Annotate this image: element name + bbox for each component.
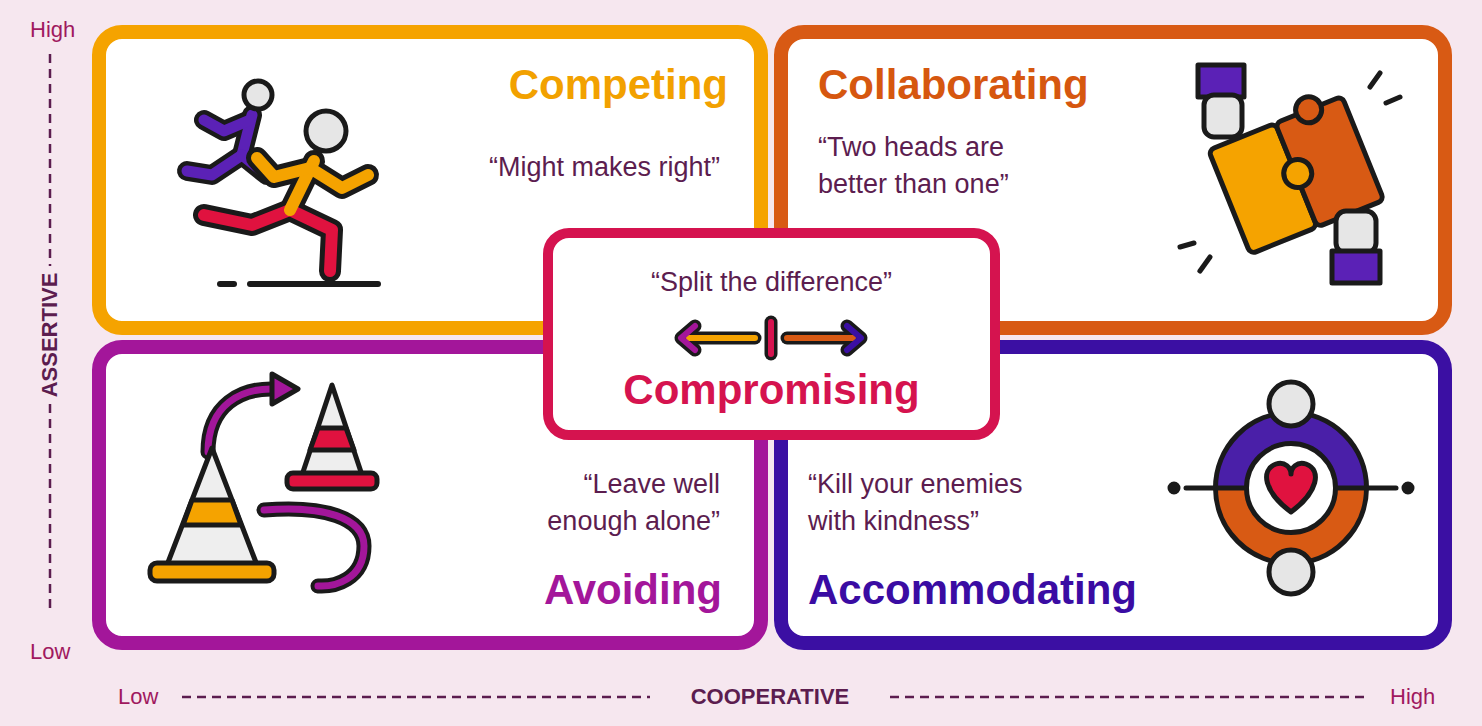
mode-title: Competing	[509, 61, 728, 109]
mode-title: Collaborating	[818, 61, 1089, 109]
icon-part	[1386, 97, 1400, 103]
icon-part	[167, 448, 257, 565]
icon-part	[208, 389, 274, 452]
icon-part	[1267, 463, 1316, 512]
icon-part	[1204, 95, 1242, 137]
icon-part	[1332, 251, 1380, 283]
axis-low: Low	[30, 639, 70, 665]
icon-part	[1198, 65, 1384, 283]
icon-part	[204, 210, 290, 225]
icon-part	[765, 322, 778, 354]
icon-part	[208, 389, 274, 452]
icon-part	[310, 168, 368, 188]
icon-part	[768, 322, 774, 354]
axis-high: High	[1390, 684, 1435, 710]
icon-part	[302, 385, 362, 475]
icon-part	[187, 155, 242, 175]
icon-part	[150, 374, 377, 586]
axis-high: High	[30, 17, 75, 43]
icon-part	[306, 111, 346, 151]
mode-quote: “Split the difference”	[557, 264, 986, 301]
icon-part	[220, 281, 378, 287]
icon-part	[1180, 73, 1400, 271]
icon-part	[272, 374, 298, 404]
icon-part	[787, 335, 853, 341]
icon-part	[1275, 96, 1384, 227]
mode-quote: “Two heads are better than one”	[818, 129, 1058, 204]
icon-part	[150, 563, 274, 581]
icon-part	[1292, 93, 1326, 127]
icon-part	[204, 158, 368, 271]
icon-part	[681, 322, 861, 354]
icon-part	[1404, 484, 1412, 492]
icon-part	[1180, 243, 1194, 247]
mode-title: Avoiding	[544, 566, 722, 614]
axis-dash	[182, 696, 650, 699]
icon-part	[1279, 155, 1315, 191]
icon-part	[1269, 550, 1313, 594]
icon-part	[257, 158, 310, 177]
icon-part	[290, 210, 332, 271]
icon-part	[204, 210, 290, 225]
icon-part	[1336, 211, 1376, 253]
icon-part	[290, 210, 332, 271]
icon-part	[204, 120, 250, 131]
icon-part	[264, 509, 364, 586]
icon-part	[689, 335, 755, 341]
icon-part	[1204, 84, 1384, 254]
axis-dash	[49, 404, 52, 610]
icon-part	[250, 281, 378, 287]
axis-title: COOPERATIVE	[691, 684, 850, 710]
icon-part	[244, 81, 272, 109]
mode-quote: “Might makes right”	[390, 149, 720, 186]
icon-part	[1231, 428, 1351, 548]
icon-part	[187, 81, 378, 284]
icon-part	[1269, 382, 1313, 426]
icon-part	[204, 210, 332, 271]
icon-part	[310, 168, 368, 188]
icon-part	[1338, 486, 1396, 491]
icon-part	[183, 500, 241, 525]
axis-low: Low	[118, 684, 158, 710]
icon-part	[287, 473, 377, 489]
axis-dash	[890, 696, 1370, 699]
axis-dash	[49, 54, 52, 266]
icon-part	[1170, 484, 1178, 492]
icon-part	[1198, 65, 1244, 97]
mode-quote: “Leave well enough alone”	[510, 466, 720, 541]
icon-part	[187, 155, 242, 175]
mode-title: Accommodating	[808, 566, 1137, 614]
icon-part	[847, 326, 861, 350]
icon-part	[1370, 73, 1380, 87]
icon-part	[220, 281, 234, 287]
icon-part	[1200, 257, 1210, 271]
icon-part	[681, 322, 861, 354]
icon-part	[681, 326, 695, 350]
icon-part	[257, 158, 368, 210]
icon-part	[1170, 382, 1412, 594]
icon-part	[310, 428, 354, 450]
mode-quote: “Kill your enemies with kindness”	[808, 466, 1063, 541]
icon-part	[264, 509, 364, 586]
icon-part	[1186, 486, 1244, 491]
axis-title: ASSERTIVE	[37, 273, 63, 398]
compromising-box: “Split the difference” Compromising	[543, 228, 1000, 440]
icon-part	[681, 322, 861, 354]
mode-title: Compromising	[557, 366, 986, 414]
